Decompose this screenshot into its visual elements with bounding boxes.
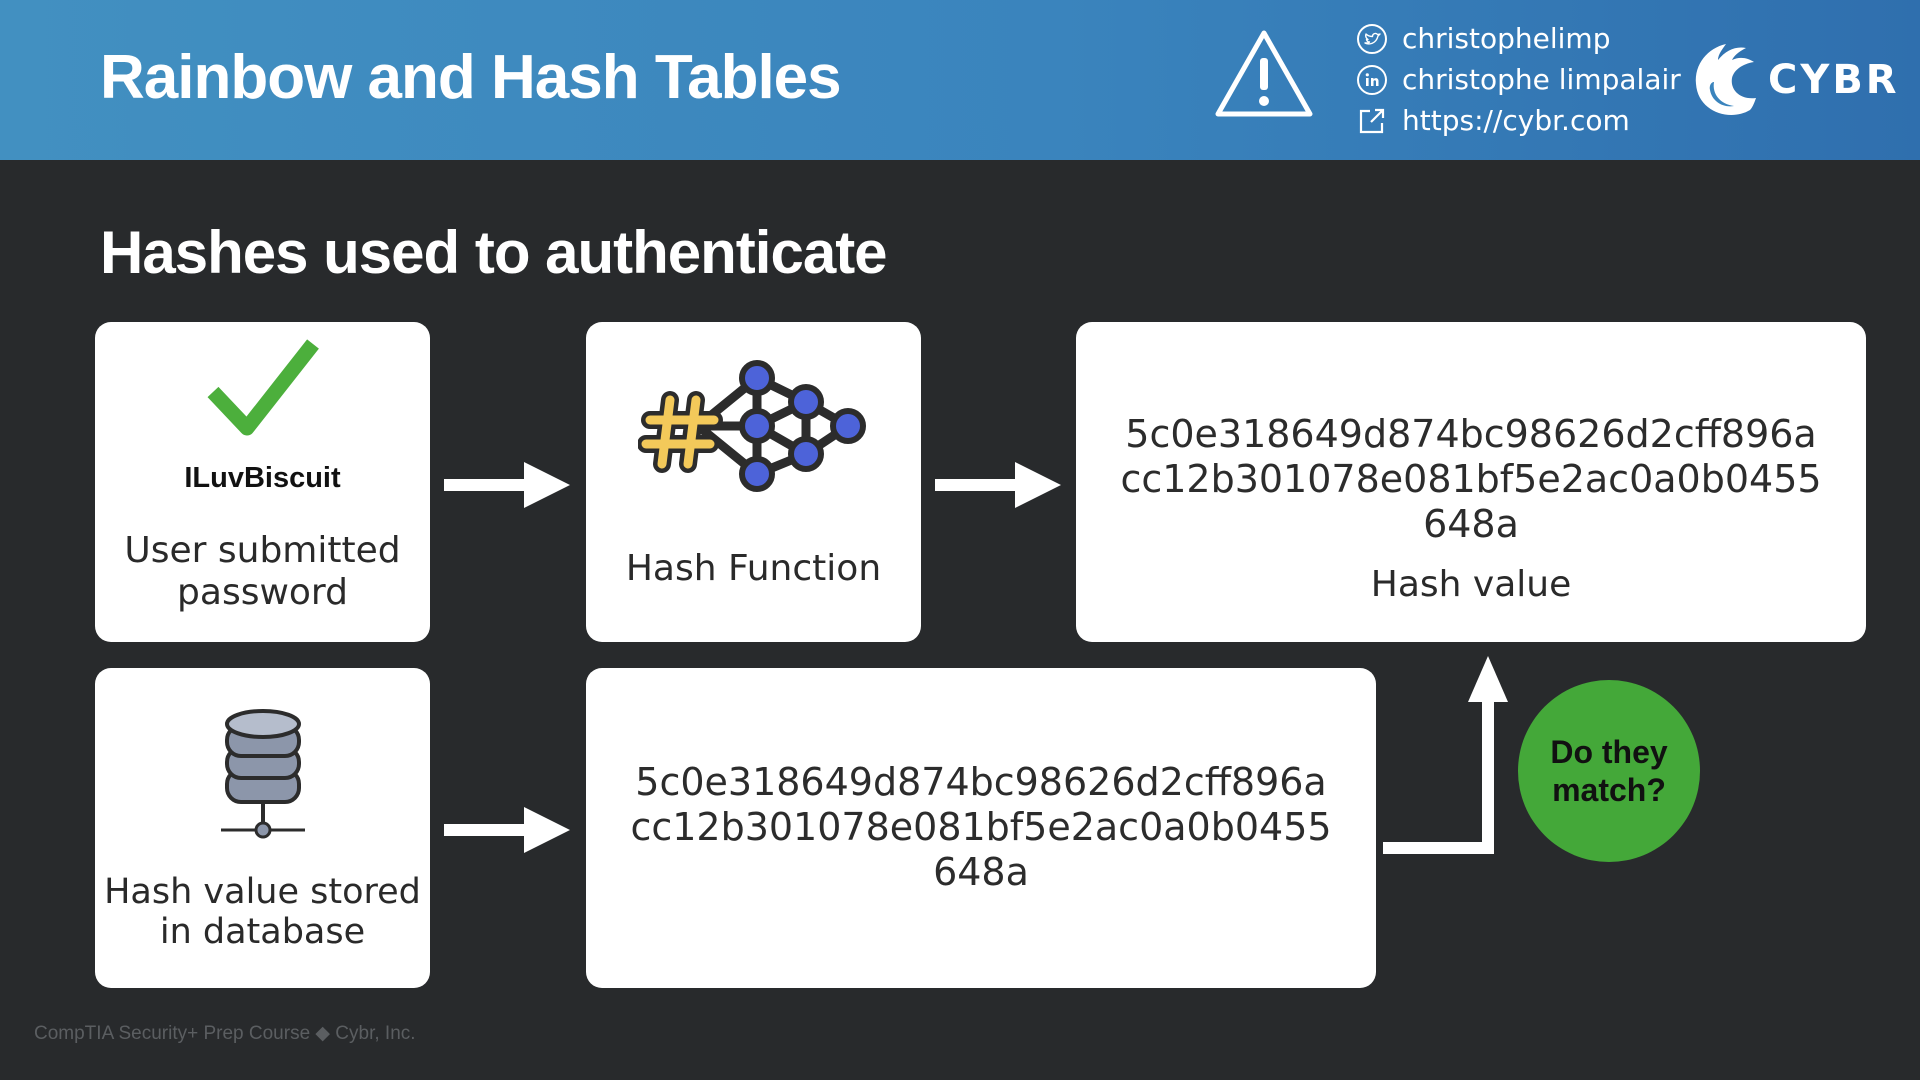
password-card: ILuvBiscuit User submitted password <box>95 322 430 642</box>
header-banner: Rainbow and Hash Tables christophelimp c… <box>0 0 1920 160</box>
twitter-handle: christophelimp <box>1402 22 1611 55</box>
arrow-right-icon <box>935 462 1061 508</box>
stored-hash-card: 5c0e318649d874bc98626d2cff896a cc12b3010… <box>586 668 1376 988</box>
password-label-line1: User submitted <box>124 530 401 571</box>
stored-hash-line1: 5c0e318649d874bc98626d2cff896a <box>635 760 1327 804</box>
hash-value-line2: cc12b301078e081bf5e2ac0a0b0455 <box>1120 457 1822 501</box>
database-icon <box>221 709 305 839</box>
linkedin-name: christophe limpalair <box>1402 63 1681 96</box>
arrow-up-elbow-icon <box>1383 656 1508 854</box>
database-card: Hash value stored in database <box>95 668 430 988</box>
match-line2: match? <box>1552 772 1666 808</box>
cybr-logo: CYBR <box>1690 38 1900 122</box>
arrow-right-icon <box>444 807 570 853</box>
twitter-icon <box>1357 23 1387 54</box>
external-link-icon <box>1359 108 1385 133</box>
page-title: Rainbow and Hash Tables <box>100 43 842 112</box>
database-label-line1: Hash value stored <box>104 872 421 912</box>
hash-value-line1: 5c0e318649d874bc98626d2cff896a <box>1125 412 1817 456</box>
database-label-line2: in database <box>159 912 366 952</box>
website-link[interactable]: https://cybr.com <box>1356 100 1681 141</box>
hash-value-line3: 648a <box>1423 502 1519 546</box>
linkedin-link[interactable]: christophe limpalair <box>1356 59 1681 100</box>
website-url: https://cybr.com <box>1402 104 1630 137</box>
match-question-badge: Do they match? <box>1518 680 1700 862</box>
social-links: christophelimp christophe limpalair http… <box>1356 18 1681 141</box>
arrow-right-icon <box>444 462 570 508</box>
logo-text: CYBR <box>1768 57 1900 103</box>
section-title: Hashes used to authenticate <box>100 219 888 286</box>
footer-credit: CompTIA Security+ Prep Course ◆ Cybr, In… <box>34 1023 416 1044</box>
hash-function-card: Hash Function <box>586 322 921 642</box>
stored-hash-line2: cc12b301078e081bf5e2ac0a0b0455 <box>630 805 1332 849</box>
hash-network-icon <box>638 360 866 492</box>
hash-value-label: Hash value <box>1370 564 1572 605</box>
linkedin-icon <box>1357 64 1387 95</box>
hash-value-card: 5c0e318649d874bc98626d2cff896a cc12b3010… <box>1076 322 1866 642</box>
hash-function-label: Hash Function <box>625 548 882 589</box>
twitter-link[interactable]: christophelimp <box>1356 18 1681 59</box>
password-label-line2: password <box>177 572 348 613</box>
checkmark-icon <box>207 339 319 436</box>
cybr-phoenix-icon <box>1695 44 1756 115</box>
warning-icon <box>1215 30 1313 117</box>
stored-hash-line3: 648a <box>933 850 1029 894</box>
match-line1: Do they <box>1550 734 1668 770</box>
password-value: ILuvBiscuit <box>184 462 341 494</box>
